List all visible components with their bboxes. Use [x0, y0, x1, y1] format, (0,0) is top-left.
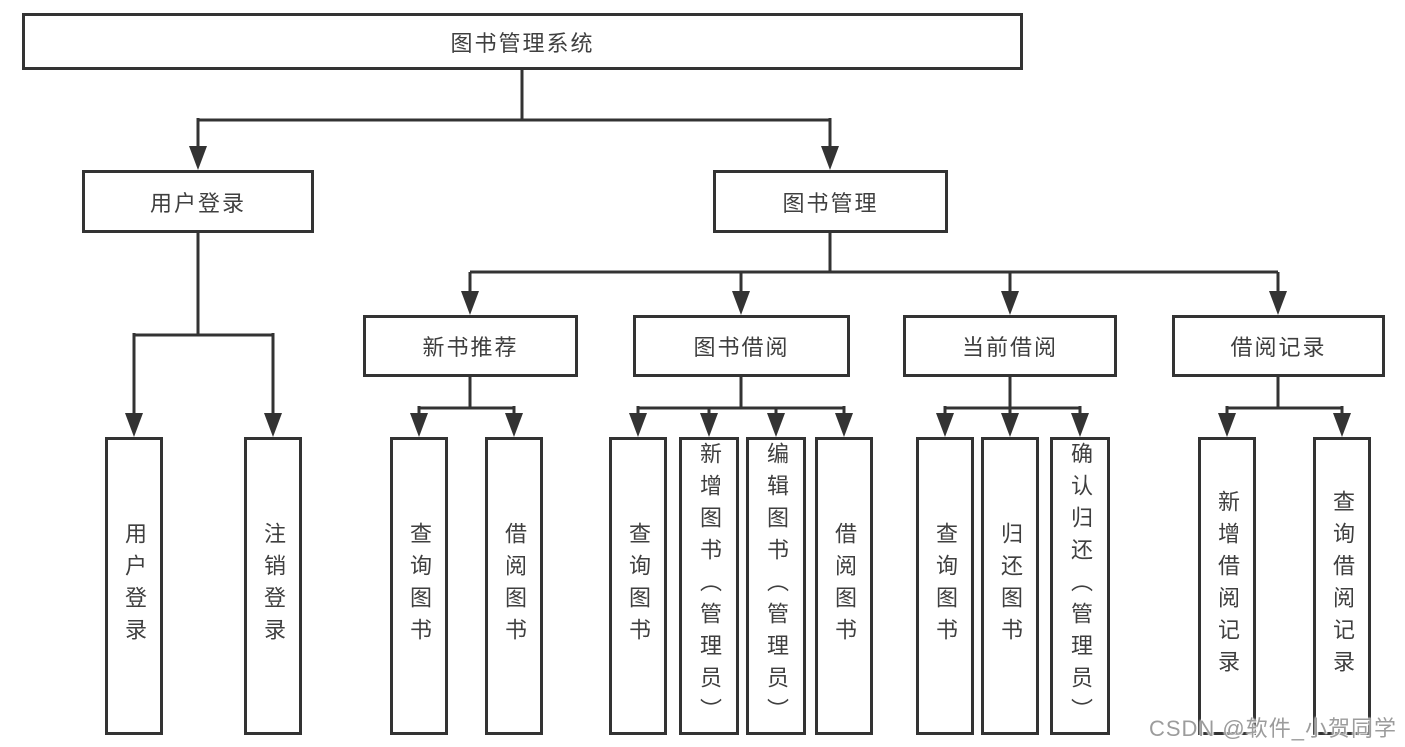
leaf-label: 确认归还（管理员） — [1068, 442, 1093, 730]
leaf-label: 用户登录 — [122, 522, 147, 650]
leaf-label: 归还图书 — [998, 522, 1023, 650]
node-user-login: 用户登录 — [82, 170, 314, 233]
leaf-query-books-recommend: 查询图书 — [390, 437, 448, 735]
leaf-borrow-books-recommend: 借阅图书 — [485, 437, 543, 735]
leaf-label: 查询图书 — [626, 522, 651, 650]
leaf-add-books-admin: 新增图书（管理员） — [679, 437, 739, 735]
leaf-add-borrow-record: 新增借阅记录 — [1198, 437, 1256, 735]
node-library-management-system: 图书管理系统 — [22, 13, 1023, 70]
leaf-query-borrow-record: 查询借阅记录 — [1313, 437, 1371, 735]
leaf-label: 查询借阅记录 — [1330, 490, 1355, 682]
leaf-query-books-borrow: 查询图书 — [609, 437, 667, 735]
node-book-borrowing: 图书借阅 — [633, 315, 850, 377]
leaf-logout: 注销登录 — [244, 437, 302, 735]
leaf-query-books-current: 查询图书 — [916, 437, 974, 735]
leaf-edit-books-admin: 编辑图书（管理员） — [746, 437, 806, 735]
leaf-label: 新增借阅记录 — [1215, 490, 1240, 682]
leaf-label: 查询图书 — [933, 522, 958, 650]
leaf-label: 编辑图书（管理员） — [764, 442, 789, 730]
node-current-borrowing: 当前借阅 — [903, 315, 1117, 377]
leaf-confirm-return-admin: 确认归还（管理员） — [1050, 437, 1110, 735]
leaf-user-login: 用户登录 — [105, 437, 163, 735]
leaf-return-books: 归还图书 — [981, 437, 1039, 735]
leaf-label: 注销登录 — [261, 522, 286, 650]
leaf-label: 新增图书（管理员） — [697, 442, 722, 730]
leaf-label: 借阅图书 — [832, 522, 857, 650]
node-new-book-recommendation: 新书推荐 — [363, 315, 578, 377]
csdn-watermark: CSDN @软件_小贺同学 — [1148, 716, 1397, 741]
leaf-label: 借阅图书 — [502, 522, 527, 650]
node-book-management: 图书管理 — [713, 170, 948, 233]
leaf-borrow-books: 借阅图书 — [815, 437, 873, 735]
node-borrowing-records: 借阅记录 — [1172, 315, 1385, 377]
leaf-label: 查询图书 — [407, 522, 432, 650]
